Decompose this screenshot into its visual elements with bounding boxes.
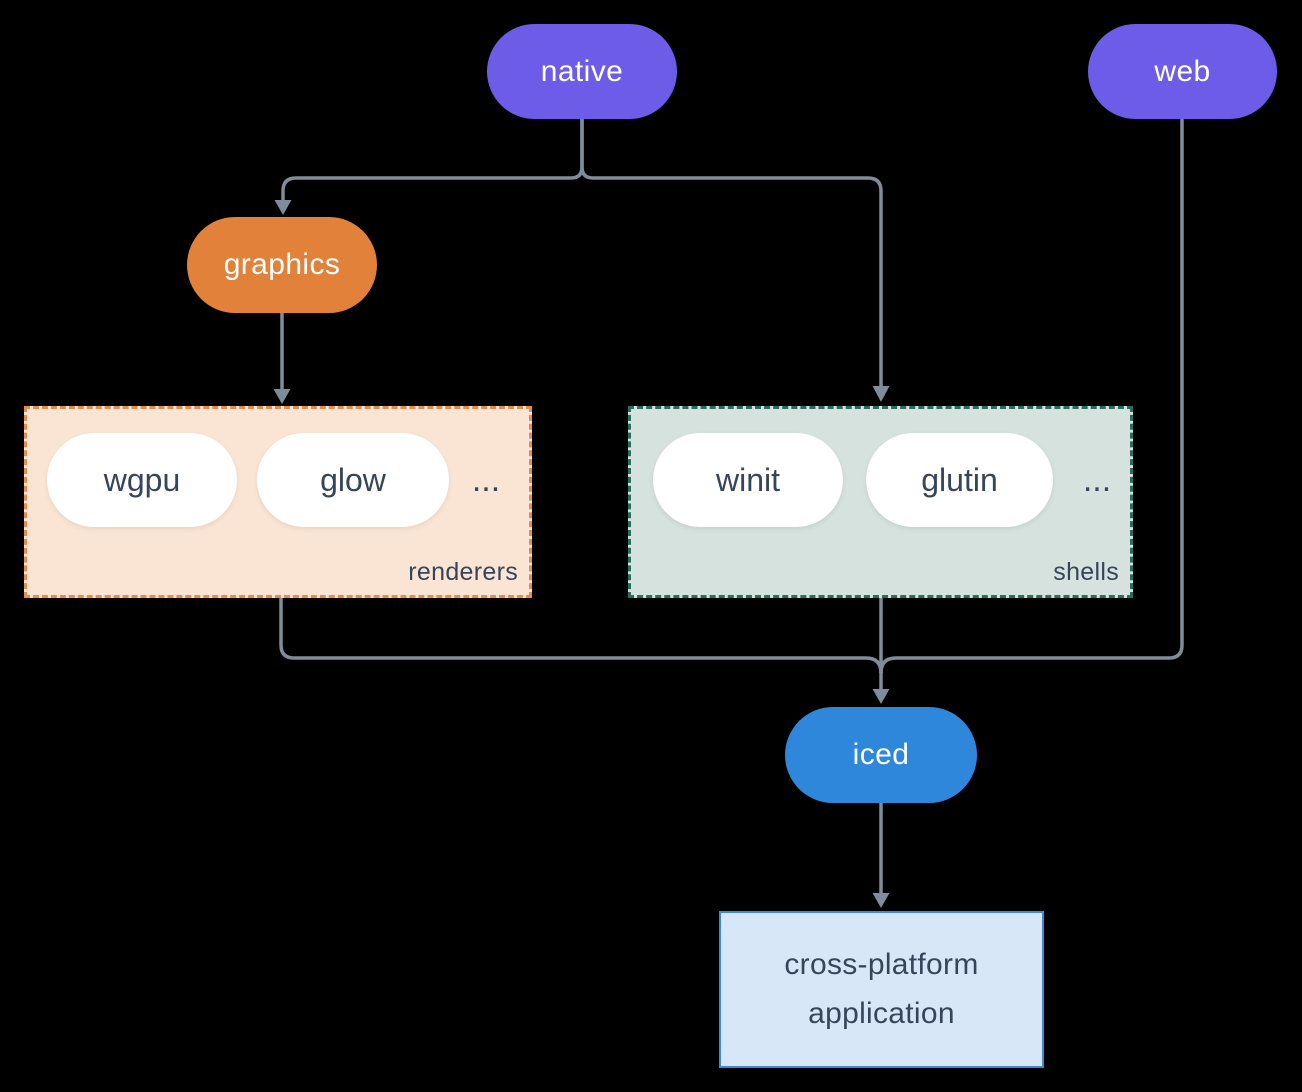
app-box-line2: application — [808, 997, 955, 1030]
arrowhead-app — [872, 893, 890, 908]
node-glutin: glutin — [866, 433, 1053, 527]
node-cross-platform-application: cross-platform application — [719, 911, 1044, 1068]
node-iced: iced — [785, 707, 977, 803]
node-glow-label: glow — [320, 461, 386, 498]
node-glow: glow — [257, 433, 449, 527]
node-web: web — [1088, 24, 1277, 119]
arrowhead-iced — [872, 689, 890, 704]
arrowhead-graphics — [274, 200, 292, 215]
node-wgpu: wgpu — [47, 433, 237, 527]
shells-ellipsis: ... — [1082, 460, 1112, 499]
edge-renderers-to-iced — [279, 597, 883, 674]
group-shells: winit glutin ... shells — [628, 406, 1133, 598]
node-iced-label: iced — [852, 738, 910, 771]
group-renderers: wgpu glow ... renderers — [24, 406, 532, 598]
node-glutin-label: glutin — [921, 461, 998, 498]
arrowhead-shells — [872, 386, 890, 402]
node-graphics: graphics — [187, 217, 377, 313]
node-graphics-label: graphics — [223, 248, 341, 281]
shells-group-label: shells — [1053, 558, 1119, 586]
app-box-line1: cross-platform — [784, 948, 979, 981]
arrowhead-renderers — [273, 389, 291, 404]
node-wgpu-label: wgpu — [103, 461, 181, 498]
node-native-label: native — [540, 54, 624, 88]
node-web-label: web — [1154, 54, 1211, 88]
renderers-ellipsis: ... — [471, 460, 501, 499]
renderers-group-label: renderers — [408, 558, 518, 586]
edge-native-to-graphics — [281, 119, 584, 200]
edge-native-to-shells — [580, 119, 883, 387]
node-winit-label: winit — [715, 461, 780, 498]
node-winit: winit — [653, 433, 843, 527]
node-native: native — [487, 24, 677, 119]
